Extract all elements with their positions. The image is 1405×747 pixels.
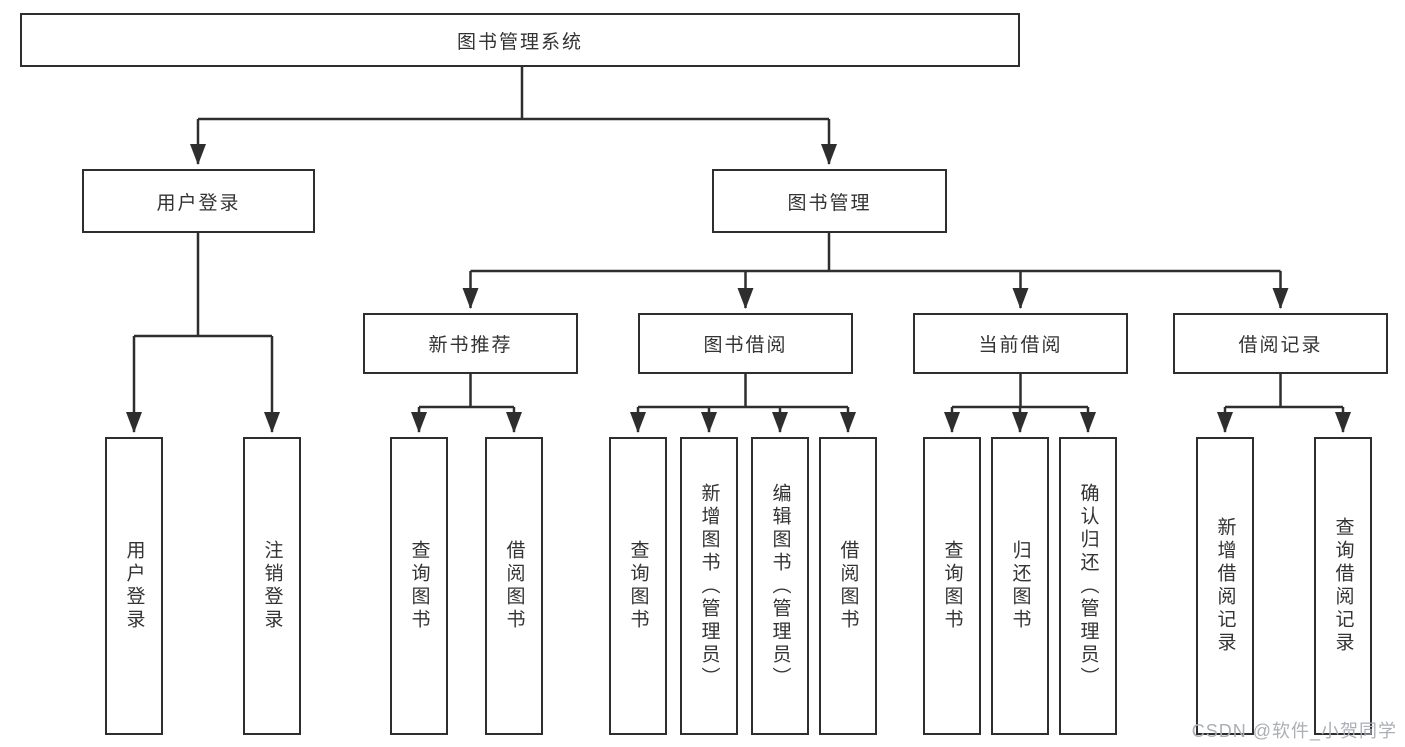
leaf-user-login-label: 用户登录 (123, 540, 145, 632)
node-book-borrow: 图书借阅 (638, 313, 853, 374)
leaf-newbooks-query-label: 查询图书 (408, 540, 430, 632)
leaf-logout-label: 注销登录 (261, 540, 283, 632)
leaf-current-return: 归还图书 (991, 437, 1049, 735)
node-current-borrow: 当前借阅 (913, 313, 1128, 374)
leaf-current-confirm-admin: 确认归还（管理员） (1059, 437, 1117, 735)
leaf-borrow-query-label: 查询图书 (627, 540, 649, 632)
leaf-records-query: 查询借阅记录 (1314, 437, 1372, 735)
leaf-borrow-add-admin-label: 新增图书（管理员） (698, 482, 720, 690)
leaf-current-return-label: 归还图书 (1009, 540, 1031, 632)
csdn-watermark: CSDN @软件_小贺同学 (1191, 721, 1397, 741)
leaf-current-query: 查询图书 (923, 437, 981, 735)
leaf-borrow-add-admin: 新增图书（管理员） (680, 437, 738, 735)
leaf-records-query-label: 查询借阅记录 (1332, 517, 1354, 655)
leaf-user-login: 用户登录 (105, 437, 163, 735)
leaf-current-query-label: 查询图书 (941, 540, 963, 632)
leaf-newbooks-borrow: 借阅图书 (485, 437, 543, 735)
node-book-management: 图书管理 (712, 169, 947, 233)
node-borrow-records: 借阅记录 (1173, 313, 1388, 374)
leaf-borrow-book-label: 借阅图书 (837, 540, 859, 632)
node-user-login-module: 用户登录 (82, 169, 315, 233)
leaf-newbooks-query: 查询图书 (390, 437, 448, 735)
leaf-current-confirm-admin-label: 确认归还（管理员） (1077, 482, 1099, 690)
leaf-records-add-label: 新增借阅记录 (1214, 517, 1236, 655)
leaf-borrow-edit-admin: 编辑图书（管理员） (751, 437, 809, 735)
leaf-borrow-query: 查询图书 (609, 437, 667, 735)
node-library-system: 图书管理系统 (20, 13, 1020, 67)
leaf-borrow-edit-admin-label: 编辑图书（管理员） (769, 482, 791, 690)
leaf-records-add: 新增借阅记录 (1196, 437, 1254, 735)
node-new-book-recommend: 新书推荐 (363, 313, 578, 374)
leaf-logout: 注销登录 (243, 437, 301, 735)
leaf-borrow-book: 借阅图书 (819, 437, 877, 735)
leaf-newbooks-borrow-label: 借阅图书 (503, 540, 525, 632)
